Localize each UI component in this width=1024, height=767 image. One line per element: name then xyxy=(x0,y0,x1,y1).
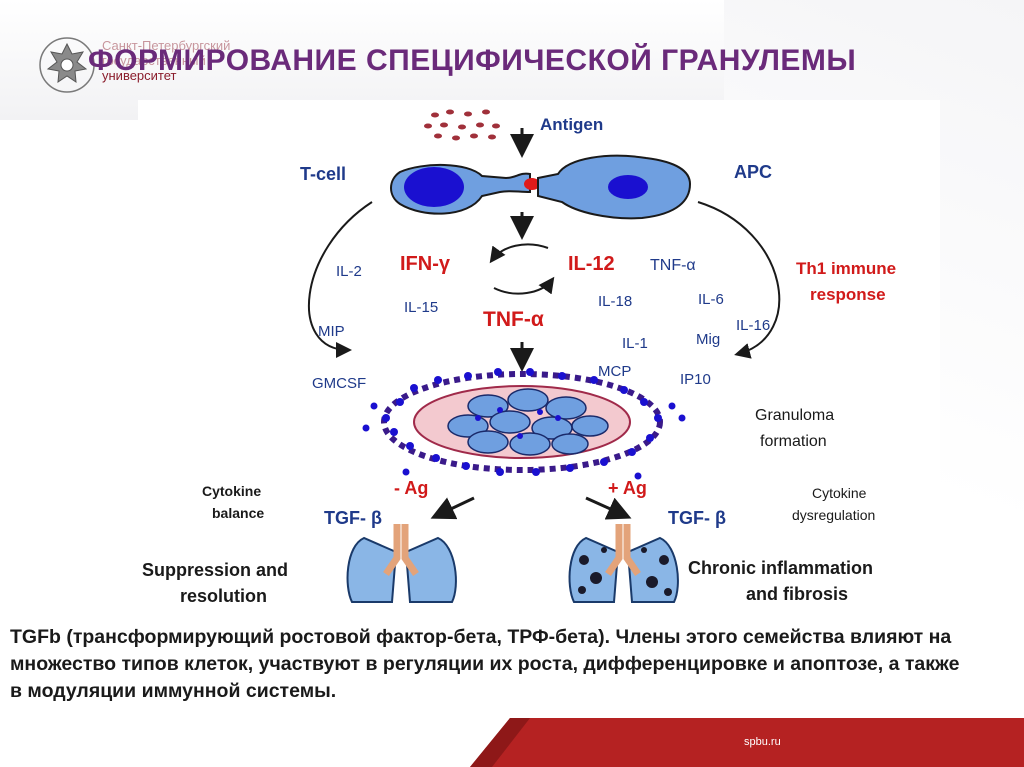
ifn-gamma-label: IFN-γ xyxy=(400,253,451,275)
ip10-label: IP10 xyxy=(680,371,711,388)
il18-label: IL-18 xyxy=(598,293,632,310)
th1-line-1: Th1 immune xyxy=(796,259,896,278)
apc-nucleus xyxy=(608,175,648,199)
cyto-balance-line-2: balance xyxy=(212,505,264,521)
granuloma-line-2: formation xyxy=(760,433,827,450)
granuloma-line-1: Granuloma xyxy=(755,407,834,424)
university-line-1: Санкт-Петербургский xyxy=(102,38,231,53)
chronic-line-1: Chronic inflammation xyxy=(688,558,873,578)
fibrotic-lungs-icon xyxy=(568,524,679,603)
healthy-lungs-icon xyxy=(346,524,457,603)
right-curved-arrow xyxy=(697,201,781,359)
antigen-particles xyxy=(424,109,500,141)
page-title: ФОРМИРОВАНИЕ СПЕЦИФИЧЕСКОЙ ГРАНУЛЕМЫ xyxy=(88,44,857,77)
granuloma-diagram: Antigen T-cell APC IFN-γ IL-12 TNF-α TNF… xyxy=(138,100,940,610)
plus-ag-label: + Ag xyxy=(608,478,647,498)
antigen-label: Antigen xyxy=(540,115,603,134)
il1-label: IL-1 xyxy=(622,335,648,352)
tcell-nucleus xyxy=(404,167,464,207)
tnf-alpha-small-label: TNF-α xyxy=(650,257,696,274)
footer-bar xyxy=(470,718,1024,767)
suppression-line-1: Suppression and xyxy=(142,560,288,580)
cycle-arrow-top xyxy=(489,243,549,264)
footer-site[interactable]: spbu.ru xyxy=(744,736,781,748)
mip-label: MIP xyxy=(318,323,345,340)
suppression-line-2: resolution xyxy=(180,586,267,606)
il15-label: IL-15 xyxy=(404,299,438,316)
il12-label: IL-12 xyxy=(568,253,615,275)
left-curved-arrow xyxy=(307,201,373,358)
left-outcome-arrow xyxy=(430,496,475,520)
apc-label: APC xyxy=(734,162,772,182)
description-text: TGFb (трансформирующий ростовой фактор-б… xyxy=(10,626,960,702)
il16-label: IL-16 xyxy=(736,317,770,334)
university-line-3: университет xyxy=(102,68,177,83)
cyto-balance-line-1: Cytokine xyxy=(202,483,261,499)
gmcsf-label: GMCSF xyxy=(312,375,366,392)
spbu-emblem-icon xyxy=(39,37,95,93)
mig-label: Mig xyxy=(696,331,720,348)
cyto-dys-line-1: Cytokine xyxy=(812,485,867,501)
university-line-2: государственный xyxy=(102,53,206,68)
cyto-dys-line-2: dysregulation xyxy=(792,507,875,523)
il6-label: IL-6 xyxy=(698,291,724,308)
tgf-right-label: TGF- β xyxy=(668,508,726,528)
chronic-line-2: and fibrosis xyxy=(746,584,848,604)
tnf-alpha-big-label: TNF-α xyxy=(483,308,544,331)
cycle-arrow-bottom xyxy=(493,276,555,295)
mcp-label: MCP xyxy=(598,363,631,380)
minus-ag-label: - Ag xyxy=(394,478,428,498)
tgf-left-label: TGF- β xyxy=(324,508,382,528)
granuloma-cluster xyxy=(362,368,686,480)
il2-label: IL-2 xyxy=(336,263,362,280)
tcell-label: T-cell xyxy=(300,164,346,184)
university-name: Санкт-Петербургский государственный унив… xyxy=(102,38,230,83)
diagram-canvas: Antigen T-cell APC IFN-γ IL-12 TNF-α TNF… xyxy=(142,109,896,606)
th1-line-2: response xyxy=(810,285,886,304)
antigen-complex xyxy=(524,178,540,190)
right-outcome-arrow xyxy=(585,496,632,520)
